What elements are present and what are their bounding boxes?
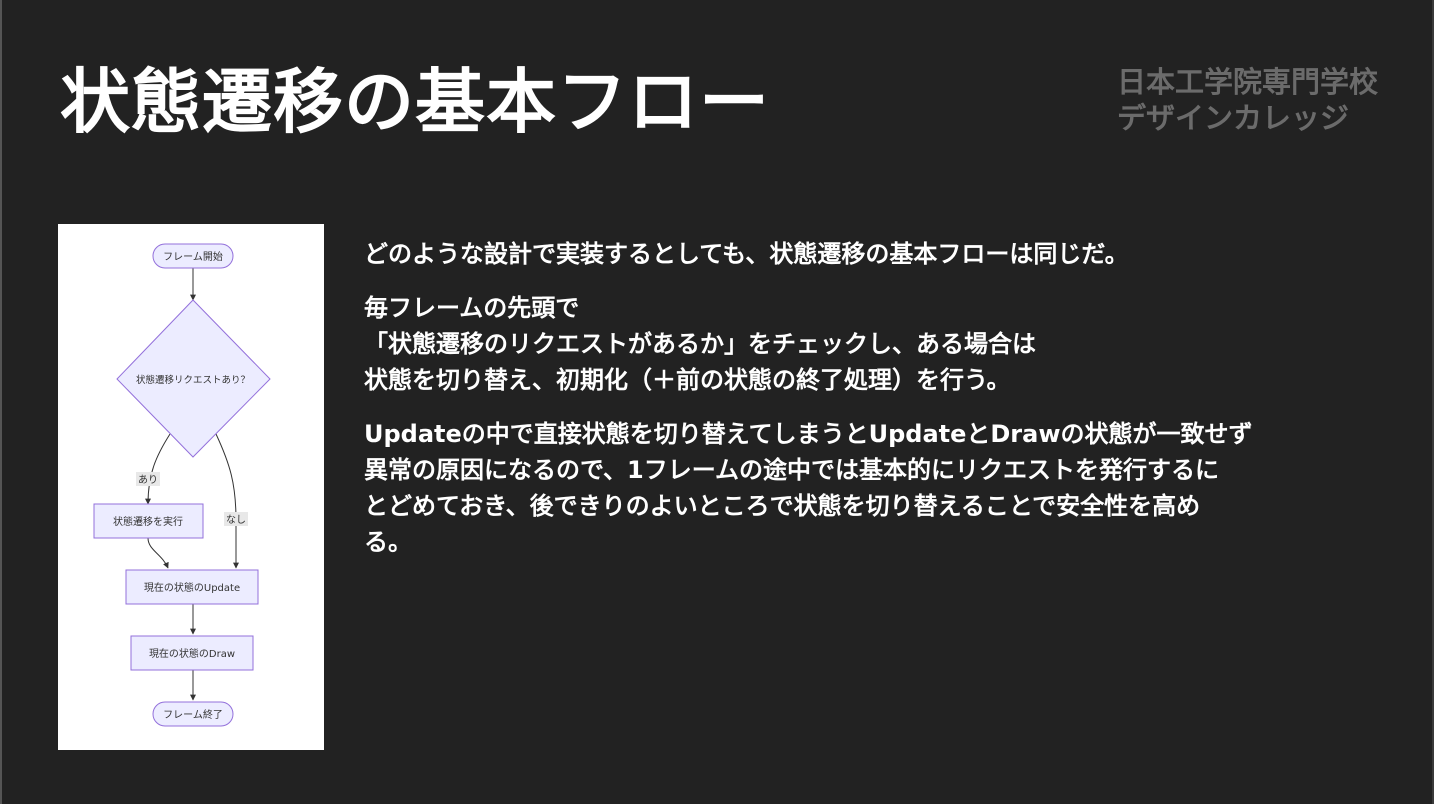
node-execute-transition	[93, 503, 204, 539]
node-request-decision-label: 状態遷移リクエストあり？	[136, 374, 250, 386]
paragraph-safety-note: Updateの中で直接状態を切り替えてしまうとUpdateとDrawの状態が一致…	[364, 416, 1374, 560]
school-logo: 日本工学院専門学校 デザインカレッジ	[1117, 64, 1378, 136]
logo-line-school: 日本工学院専門学校	[1116, 65, 1378, 99]
node-request-decision	[116, 299, 271, 458]
logo-line-college: デザインカレッジ	[1116, 101, 1349, 135]
slide-border-left	[0, 0, 2, 804]
text-line: どのような設計で実装するとしても、状態遷移の基本フローは同じだ。	[364, 240, 1129, 268]
edge-label-yes: あり	[138, 474, 158, 486]
node-frame-end	[152, 701, 234, 727]
text-line: とどめておき、後できりのよいところで状態を切り替えることで安全性を高め	[364, 492, 1201, 520]
edge-label-yes-bg	[136, 472, 160, 486]
node-execute-transition-label: 状態遷移を実行	[113, 515, 183, 528]
node-current-update	[125, 569, 259, 605]
node-current-update-label: 現在の状態のUpdate	[144, 581, 240, 594]
node-current-draw-label: 現在の状態のDraw	[149, 647, 235, 660]
flowchart-diagram: フレーム開始 状態遷移リクエストあり？ あり なし 状態遷移を実行 現在の状態の…	[93, 243, 271, 727]
text-line: 毎フレームの先頭で	[364, 294, 580, 322]
edge-label-no-bg	[224, 512, 248, 526]
text-line: 状態を切り替え、初期化（＋前の状態の終了処理）を行う。	[364, 366, 1011, 394]
node-frame-start-label: フレーム開始	[163, 250, 223, 263]
paragraph-check-request: 毎フレームの先頭で 「状態遷移のリクエストがあるか」をチェックし、ある場合は 状…	[364, 290, 1374, 398]
text-line: 異常の原因になるので、1フレームの途中では基本的にリクエストを発行するに	[364, 456, 1220, 484]
slide-border-right	[1432, 0, 1434, 804]
node-frame-end-label: フレーム終了	[163, 708, 223, 721]
text-line: Updateの中で直接状態を切り替えてしまうとUpdateとDrawの状態が一致…	[364, 420, 1253, 448]
body-text: どのような設計で実装するとしても、状態遷移の基本フローは同じだ。 毎フレームの先…	[364, 236, 1374, 578]
edge-decision-no	[215, 433, 239, 569]
edge-label-no: なし	[226, 514, 246, 526]
node-current-draw	[130, 635, 254, 671]
flowchart-panel: フレーム開始 状態遷移リクエストあり？ あり なし 状態遷移を実行 現在の状態の…	[58, 224, 324, 750]
text-line: る。	[364, 528, 412, 556]
slide-title: 状態遷移の基本フロー	[60, 61, 770, 143]
text-line: 「状態遷移のリクエストがあるか」をチェックし、ある場合は	[364, 330, 1036, 358]
edge-decision-yes	[145, 433, 171, 505]
node-frame-start	[152, 243, 234, 269]
edge-transition-to-update	[147, 537, 169, 569]
paragraph-intro: どのような設計で実装するとしても、状態遷移の基本フローは同じだ。	[364, 236, 1374, 272]
